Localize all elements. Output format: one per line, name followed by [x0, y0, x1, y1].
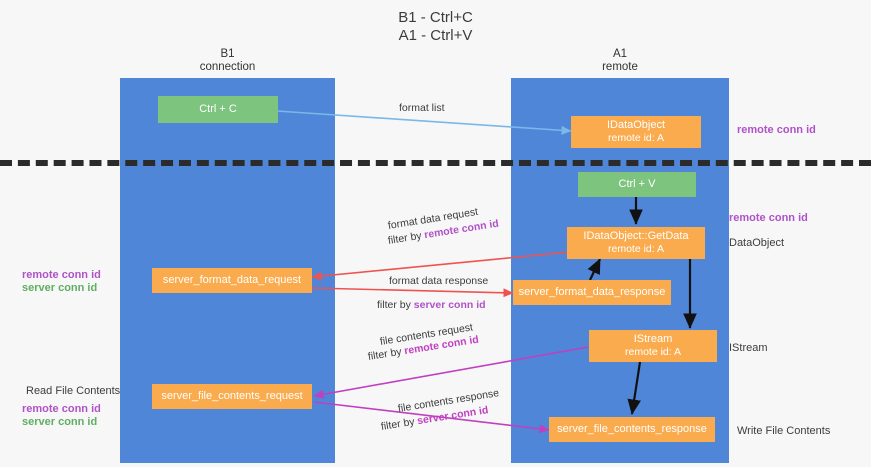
- diagram-title-line2: A1 - Ctrl+V: [398, 27, 473, 44]
- node-server-file-contents-response[interactable]: server_file_contents_response: [549, 417, 715, 442]
- node-idataobject-getdata[interactable]: IDataObject::GetData remote id: A: [567, 227, 705, 259]
- filter-prefix: filter by: [380, 415, 419, 433]
- node-server-format-data-request[interactable]: server_format_data_request: [152, 268, 312, 293]
- column-header-b1: B1 connection: [120, 48, 335, 74]
- filter-key-server-conn-id: server conn id: [413, 299, 486, 311]
- node-server-format-data-response-label: server_format_data_response: [518, 286, 666, 298]
- node-ctrl-v-label: Ctrl + V: [618, 178, 656, 190]
- node-server-file-contents-request[interactable]: server_file_contents_request: [152, 384, 312, 409]
- edge-label-format-data-response-filter: filter by server conn id: [377, 298, 486, 312]
- node-istream-sublabel: remote id: A: [624, 346, 682, 358]
- node-istream[interactable]: IStream remote id: A: [589, 330, 717, 362]
- section-divider: [0, 160, 871, 166]
- node-server-file-contents-request-label: server_file_contents_request: [161, 390, 303, 402]
- annotation-left-server-conn-id-mid: server conn id: [22, 282, 98, 294]
- annotation-right-remote-conn-id-top: remote conn id: [737, 124, 816, 136]
- column-header-b1-name: B1: [220, 48, 235, 60]
- annotation-left-read-file-contents: Read File Contents: [26, 385, 121, 397]
- node-server-format-data-request-label: server_format_data_request: [162, 274, 302, 286]
- arrow-format-data-response: [311, 287, 514, 298]
- annotation-right-remote-conn-id-mid: remote conn id: [729, 212, 808, 224]
- node-server-file-contents-response-label: server_file_contents_response: [557, 423, 707, 435]
- diagram-title-line1: B1 - Ctrl+C: [398, 9, 473, 26]
- node-idataobject-getdata-label: IDataObject::GetData: [583, 230, 689, 242]
- filter-prefix: filter by: [377, 299, 414, 311]
- annotation-right-write-file-contents: Write File Contents: [737, 425, 831, 437]
- node-ctrl-c-label: Ctrl + C: [199, 103, 237, 115]
- annotation-right-dataobject: DataObject: [729, 237, 785, 249]
- node-idataobject-getdata-sublabel: remote id: A: [607, 243, 665, 255]
- node-server-format-data-response[interactable]: server_format_data_response: [513, 280, 671, 305]
- node-idataobject-sublabel: remote id: A: [607, 132, 665, 144]
- node-ctrl-v[interactable]: Ctrl + V: [578, 172, 696, 197]
- annotation-right-istream: IStream: [729, 342, 768, 354]
- column-header-a1: A1 remote: [511, 48, 729, 74]
- node-istream-label: IStream: [633, 333, 673, 345]
- node-idataobject-label: IDataObject: [606, 119, 666, 131]
- column-header-a1-name: A1: [612, 48, 628, 60]
- node-idataobject[interactable]: IDataObject remote id: A: [571, 116, 701, 148]
- column-header-b1-sub: connection: [199, 61, 256, 73]
- filter-prefix: filter by: [367, 345, 406, 363]
- edge-label-format-data-response: format data response: [389, 275, 489, 287]
- edge-label-format-list: format list: [399, 102, 445, 114]
- annotation-left-remote-conn-id-mid: remote conn id: [22, 269, 101, 281]
- column-header-a1-sub: remote: [602, 61, 638, 73]
- annotation-left-server-conn-id-bottom: server conn id: [22, 416, 98, 428]
- node-ctrl-c[interactable]: Ctrl + C: [158, 96, 278, 123]
- annotation-left-remote-conn-id-bottom: remote conn id: [22, 403, 101, 415]
